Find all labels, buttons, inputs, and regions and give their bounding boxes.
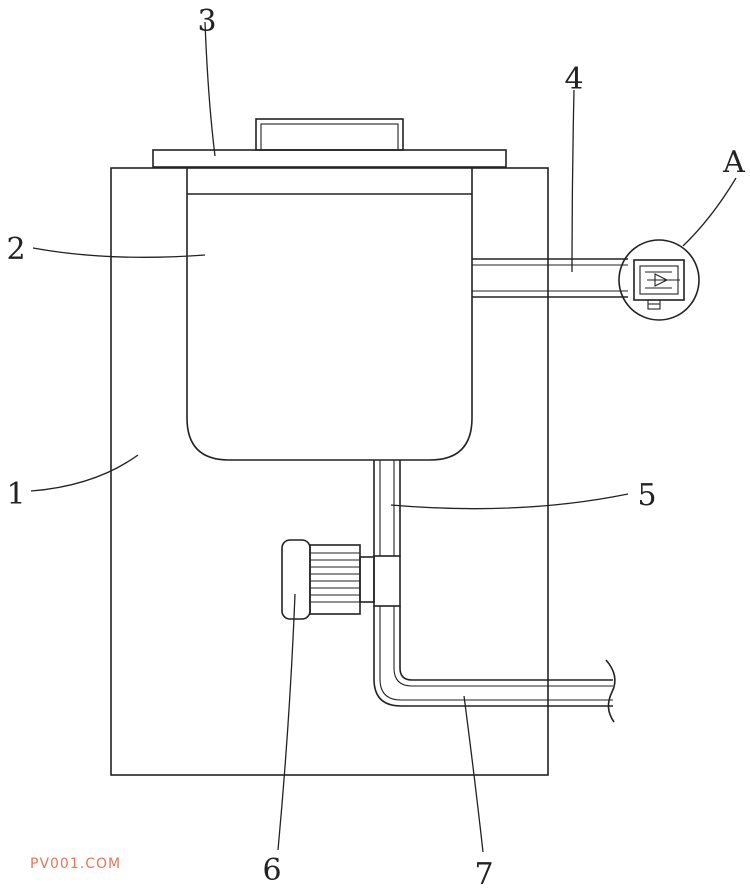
lid xyxy=(152,118,507,168)
detail-circle-a xyxy=(618,239,700,321)
callout-2: 2 xyxy=(6,232,25,267)
drain-pipe xyxy=(373,460,401,556)
leader-lines xyxy=(30,21,737,853)
callout-a: A xyxy=(722,145,745,180)
callout-7: 7 xyxy=(474,857,493,892)
watermark: PV001.COM xyxy=(30,856,122,872)
discharge-pipe xyxy=(373,606,616,723)
tank xyxy=(186,168,473,461)
callout-4: 4 xyxy=(564,62,583,97)
callout-3: 3 xyxy=(197,4,216,39)
callout-1: 1 xyxy=(6,477,25,512)
outlet-pipe xyxy=(472,258,628,298)
callout-6: 6 xyxy=(262,853,281,888)
callout-5: 5 xyxy=(637,478,656,513)
pump-motor xyxy=(281,539,401,620)
